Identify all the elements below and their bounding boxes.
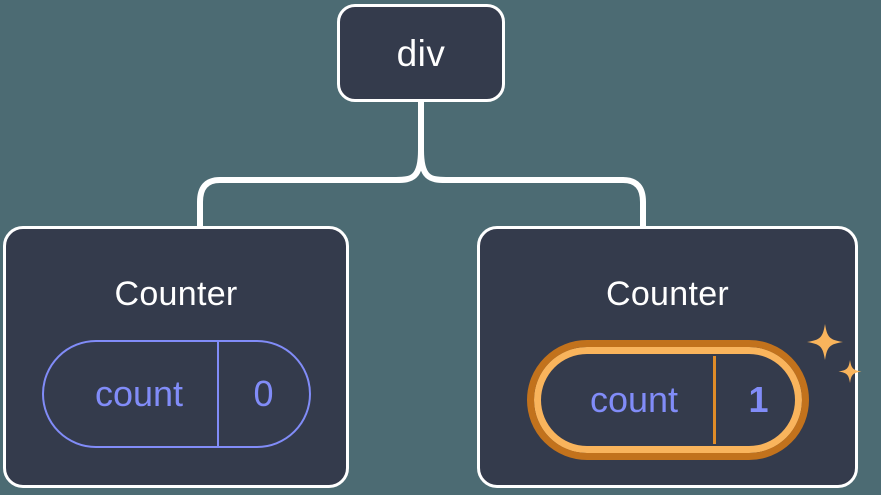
counter-right-state-key-cell: count	[534, 347, 713, 453]
counter-right-state-pill-highlighted[interactable]: count 1	[526, 340, 809, 460]
counter-left-state-wrap: count 0	[41, 340, 311, 448]
counter-left-title: Counter	[114, 275, 238, 313]
counter-right-state-key: count	[589, 379, 679, 420]
edge-root-to-counter-right	[418, 147, 646, 229]
counter-left-state-value: 0	[253, 373, 274, 414]
counter-right-state-value-cell: 1	[712, 356, 802, 444]
edge-root-to-counter-left	[197, 147, 424, 229]
counter-left-state-key: count	[94, 373, 184, 414]
counter-right-state-value: 1	[748, 379, 769, 420]
node-counter-left[interactable]: Counter count 0	[3, 226, 349, 488]
counter-left-state-value-cell: 0	[216, 342, 309, 446]
counter-right-title: Counter	[605, 275, 730, 313]
node-div[interactable]: div	[337, 4, 505, 102]
counter-right-state-wrap: count 1	[526, 324, 861, 460]
counter-left-state-key-cell: count	[44, 342, 217, 446]
node-div-label: div	[396, 32, 446, 74]
sparkle-icon	[806, 324, 861, 383]
node-counter-right[interactable]: Counter count 1	[477, 226, 861, 488]
counter-left-state-pill[interactable]: count 0	[41, 340, 311, 448]
